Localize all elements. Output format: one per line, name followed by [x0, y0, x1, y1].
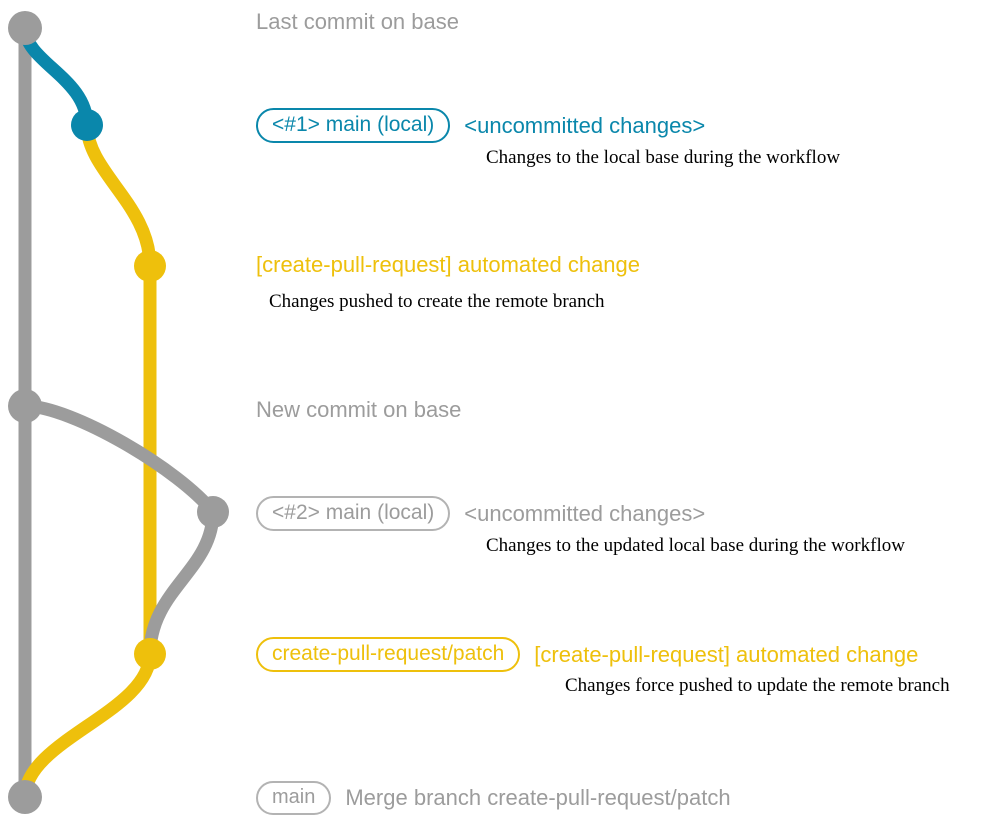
- entry-headline: Merge branch create-pull-request/patch: [345, 785, 731, 810]
- entry-headline: <uncommitted changes>: [464, 112, 706, 138]
- branch-badge-main-local-1[interactable]: <#1> main (local): [256, 108, 451, 143]
- edge-local2-to-patch2: [143, 505, 220, 661]
- entry-subtext-local-2: Changes to the updated local base during…: [486, 535, 905, 556]
- entry-headline: Last commit on base: [256, 9, 459, 34]
- commit-node-base-new: [8, 389, 42, 423]
- commit-node-patch-1: [134, 250, 166, 282]
- entry-subtext-patch-2: Changes force pushed to update the remot…: [565, 675, 950, 696]
- branch-badge-create-pull-request-patch[interactable]: create-pull-request/patch: [256, 637, 521, 672]
- commit-node-base-last: [8, 11, 42, 45]
- edge-basenew-to-local2: [18, 399, 220, 519]
- branch-badge-main-local-2[interactable]: <#2> main (local): [256, 496, 451, 531]
- edge-patch2-to-merge: [18, 647, 157, 804]
- graph-entry-merge: main Merge branch create-pull-request/pa…: [256, 781, 731, 815]
- entry-headline: New commit on base: [256, 397, 462, 422]
- graph-entry-patch-1: [create-pull-request] automated change: [256, 254, 640, 276]
- entry-subtext-patch-1: Changes pushed to create the remote bran…: [269, 291, 605, 312]
- entry-subtext-local-1: Changes to the local base during the wor…: [486, 147, 841, 168]
- commit-node-local-1: [71, 109, 103, 141]
- branch-badge-main[interactable]: main: [256, 781, 332, 815]
- edge-local1-to-patch1: [80, 118, 157, 273]
- entry-headline: [create-pull-request] automated change: [256, 252, 641, 277]
- graph-entry-local-2: <#2> main (local) <uncommitted changes>: [256, 496, 705, 531]
- graph-entry-last-commit: Last commit on base: [256, 11, 459, 33]
- entry-headline: <uncommitted changes>: [464, 500, 706, 526]
- entry-headline: [create-pull-request] automated change: [534, 641, 919, 667]
- edge-base-to-local1: [18, 21, 94, 132]
- commit-node-patch-2: [134, 638, 166, 670]
- commit-node-local-2: [197, 496, 229, 528]
- graph-entry-patch-2: create-pull-request/patch [create-pull-r…: [256, 637, 918, 672]
- graph-entry-new-commit: New commit on base: [256, 399, 461, 421]
- commit-node-base-merge: [8, 780, 42, 814]
- graph-entry-local-1: <#1> main (local) <uncommitted changes>: [256, 108, 705, 143]
